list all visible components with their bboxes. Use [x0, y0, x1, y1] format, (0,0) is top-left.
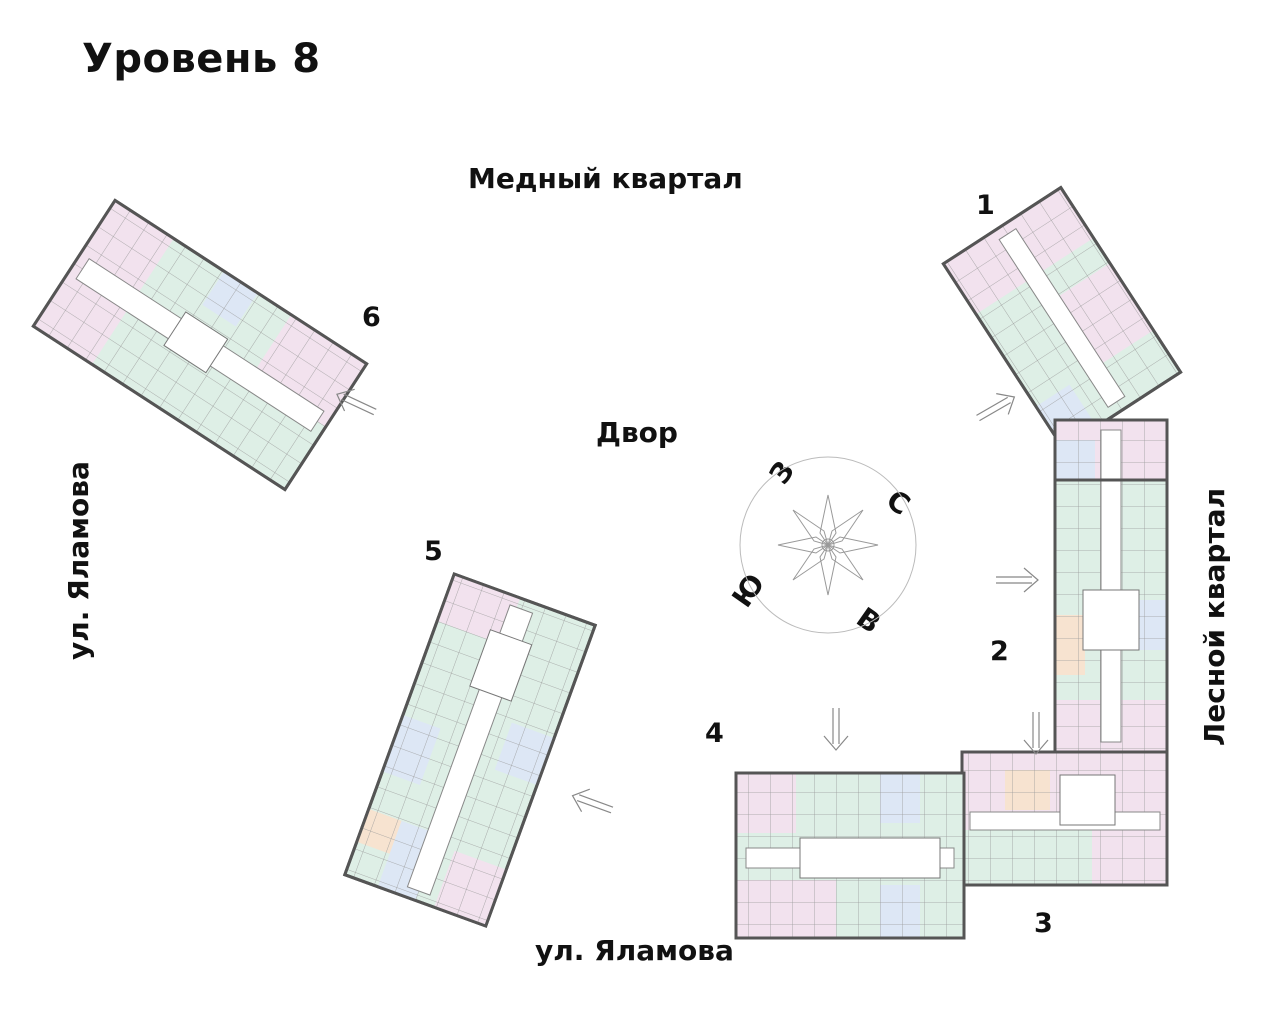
entrance-arrows — [336, 388, 1049, 814]
section-number-4: 4 — [705, 718, 724, 749]
entrance-arrow-section-6 — [336, 388, 377, 416]
section-6-building — [31, 198, 369, 492]
entrance-arrow-section-2 — [996, 567, 1039, 593]
entrance-arrow-section-1 — [976, 393, 1016, 422]
entrance-arrow-section-3 — [1023, 712, 1049, 755]
section-number-5: 5 — [424, 536, 443, 567]
section-number-6: 6 — [362, 302, 381, 333]
section-1-building — [941, 185, 1183, 451]
section-2-building — [1053, 418, 1169, 754]
section-number-2: 2 — [990, 636, 1009, 667]
section-4-building — [734, 771, 966, 940]
section-number-1: 1 — [976, 190, 995, 221]
page-title: Уровень 8 — [82, 36, 321, 82]
north-quarter-label: Медный квартал — [468, 162, 743, 195]
courtyard-label: Двор — [596, 416, 678, 449]
section-3-building — [960, 750, 1169, 887]
compass-rose — [739, 456, 917, 634]
entrance-arrow-section-4 — [823, 708, 849, 751]
section-number-3: 3 — [1034, 908, 1053, 939]
entrance-arrow-section-5 — [571, 788, 614, 814]
section-5-building — [342, 572, 598, 928]
street-bottom-label: ул. Яламова — [535, 934, 734, 967]
